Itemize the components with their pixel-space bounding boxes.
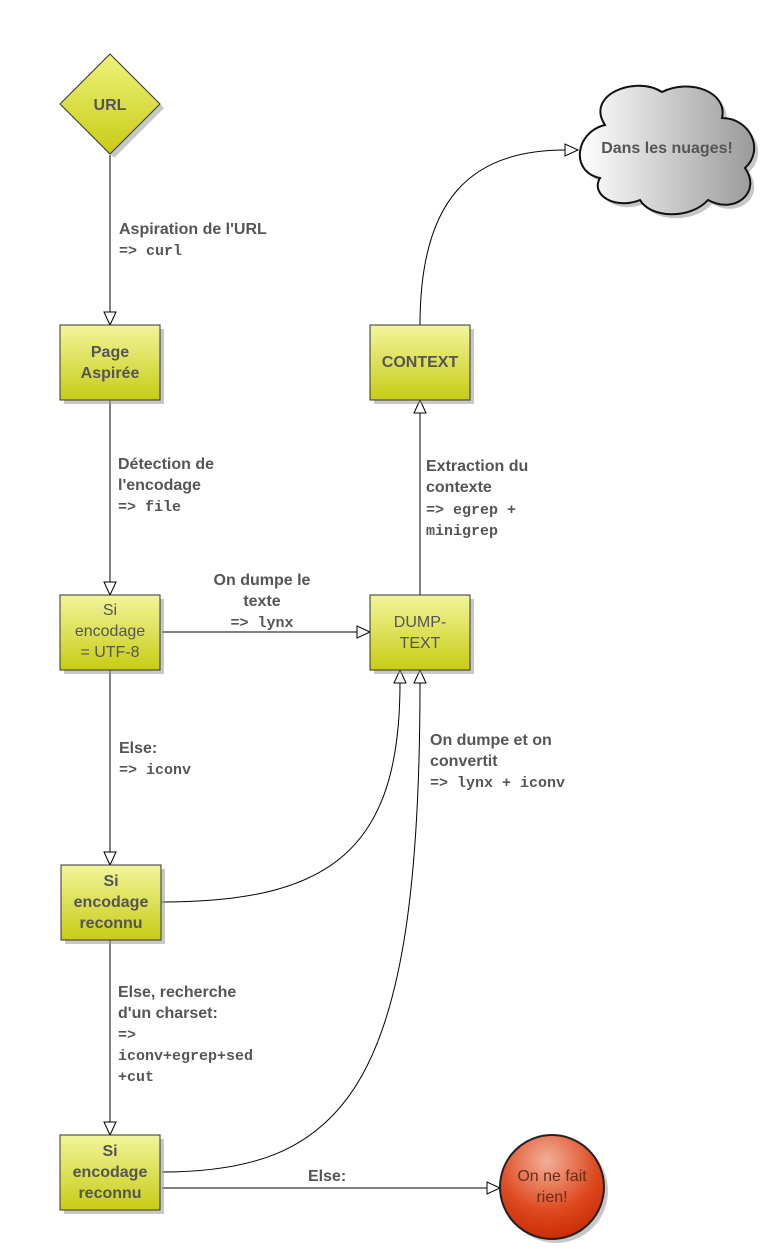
node-dump-text: DUMP-TEXT xyxy=(369,594,474,674)
node-cloud: Dans les nuages! xyxy=(578,84,759,219)
svg-text:CONTEXT: CONTEXT xyxy=(382,354,459,371)
arrowhead xyxy=(413,398,427,414)
edge-reconnu2-to-dump xyxy=(161,682,421,1173)
node-url: URL xyxy=(59,53,164,158)
edge-reconnu1-to-dump xyxy=(161,682,401,903)
arrowhead xyxy=(103,311,117,327)
edge-context-to-cloud xyxy=(419,149,566,326)
arrowhead xyxy=(486,1181,502,1195)
arrowhead xyxy=(356,625,372,639)
label-else3: Else: xyxy=(308,1168,346,1185)
edges xyxy=(103,143,580,1195)
arrowhead xyxy=(564,143,580,157)
cmd-extraction: => egrep +minigrep xyxy=(426,502,516,540)
cmd-detection: => file xyxy=(118,499,181,516)
edge-labels: Aspiration de l'URL => curl Détection de… xyxy=(118,221,565,1185)
arrowhead xyxy=(103,851,117,867)
arrowhead xyxy=(393,668,407,684)
arrowhead xyxy=(103,1121,117,1137)
cmd-aspiration: => curl xyxy=(119,243,182,260)
cmd-dumpe: => lynx xyxy=(230,615,293,632)
cmd-else2: =>iconv+egrep+sed+cut xyxy=(118,1027,253,1086)
cmd-convertit: => lynx + iconv xyxy=(430,775,565,792)
arrowhead xyxy=(103,581,117,597)
label-else1: Else: xyxy=(119,740,157,757)
svg-text:URL: URL xyxy=(94,97,127,114)
cmd-else1: => iconv xyxy=(119,762,191,779)
svg-text:DUMP-TEXT: DUMP-TEXT xyxy=(394,614,446,652)
arrowhead xyxy=(413,668,427,684)
label-aspiration: Aspiration de l'URL xyxy=(119,221,267,238)
node-context: CONTEXT xyxy=(369,324,474,404)
svg-text:Dans les nuages!: Dans les nuages! xyxy=(601,140,733,157)
